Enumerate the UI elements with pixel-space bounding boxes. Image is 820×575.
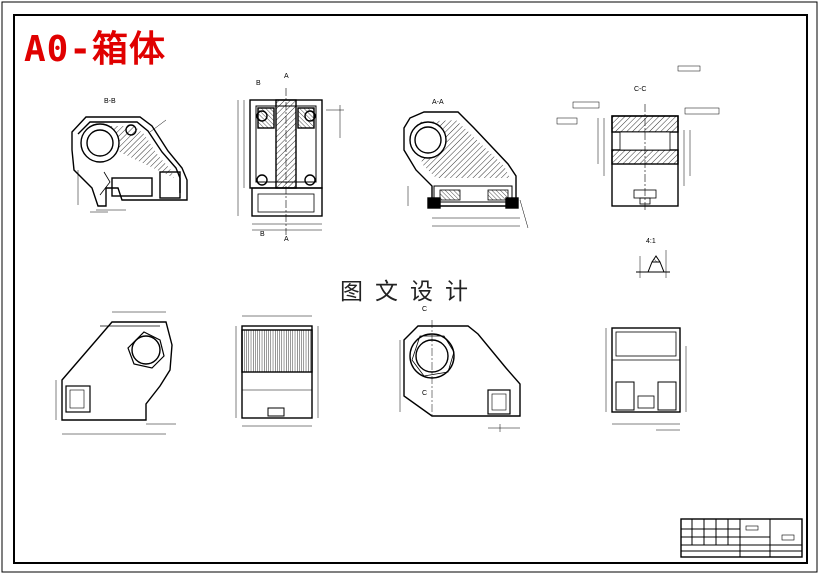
view-top-fins <box>241 325 313 419</box>
view-end-dims <box>605 328 687 431</box>
label-section-aa: A-A <box>432 99 444 106</box>
view-external-left-dims <box>55 311 176 435</box>
view-side-circle <box>403 320 521 418</box>
label-view-c: C <box>422 306 428 313</box>
label-section-bb: B-B <box>104 98 116 105</box>
drawing-title: A0-箱体 <box>24 29 167 70</box>
view-bb-dims <box>77 119 167 213</box>
view-external-left <box>61 321 173 421</box>
watermark-text: 图文设计 <box>340 279 480 305</box>
title-block <box>680 518 803 558</box>
label-detail-scale: 4:1 <box>646 238 656 245</box>
view-front-section <box>249 88 323 235</box>
label-cut-b-top: B <box>256 80 261 87</box>
label-section-cc: C-C <box>634 86 647 93</box>
view-section-bb <box>71 116 188 207</box>
view-side-circle-dims <box>399 340 520 432</box>
label-arrow-c: C <box>422 390 428 397</box>
label-cut-a-bottom: A <box>284 236 289 243</box>
inner-border <box>13 14 808 564</box>
view-end <box>611 327 681 413</box>
label-cut-a-top: A <box>284 73 289 80</box>
view-section-aa <box>403 111 519 209</box>
view-section-cc <box>611 104 679 212</box>
view-front-dims <box>237 100 344 231</box>
detail-view-4-1 <box>636 250 670 278</box>
view-aa-dims <box>407 186 529 229</box>
view-cc-dims <box>556 65 720 186</box>
view-top-fins-dims <box>235 315 319 427</box>
label-cut-b-bottom: B <box>260 231 265 238</box>
